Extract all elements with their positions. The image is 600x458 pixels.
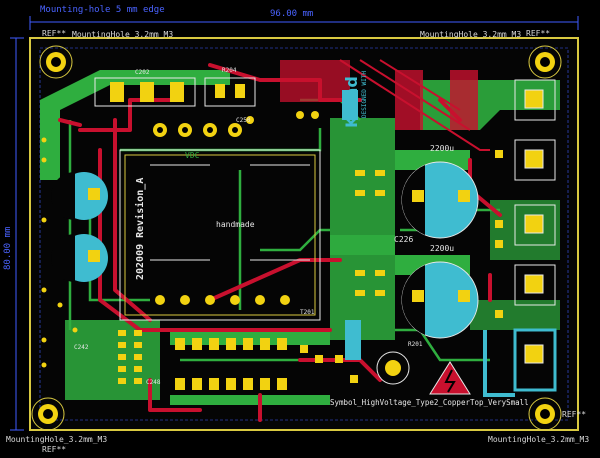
dip-ic-pads	[118, 330, 287, 390]
revision-text: 202009 Revision_A	[135, 177, 146, 280]
dimension-lines	[10, 16, 579, 431]
cap-value-bottom: 2200u	[430, 244, 455, 253]
terminal-blocks	[483, 79, 557, 397]
ref-r201: R201	[408, 341, 423, 348]
ref-c202: C202	[135, 69, 150, 76]
fuse-holder	[376, 351, 410, 385]
high-voltage-symbol	[429, 361, 471, 395]
high-voltage-symbol-label: Symbol_HighVoltage_Type2_CopperTop_VeryS…	[330, 398, 529, 407]
ref-c242: C242	[74, 344, 89, 351]
top-dimension-title: Mounting-hole 5 mm edge	[40, 5, 165, 15]
ref-top-left: REF**	[42, 29, 67, 38]
kicad-designed-with: DESIGNED WITH	[361, 71, 368, 118]
cap-value-top: 2200u	[430, 144, 455, 153]
ref-r204: R204	[222, 67, 237, 74]
top-connectors	[94, 60, 478, 130]
ref-bottom-left: REF**	[42, 445, 67, 454]
mounting-holes	[31, 45, 562, 431]
handmade-text: handmade	[216, 220, 255, 229]
ref-bottom-right: REF**	[562, 410, 587, 419]
through-hole-pads	[153, 111, 319, 305]
electrolytic-capacitors	[51, 161, 479, 339]
kicad-logo-text: KiCad	[342, 76, 361, 128]
mounting-hole-bottom-left: MountingHole_3.2mm_M3	[6, 435, 108, 444]
ref-t201: T201	[300, 309, 315, 316]
edge-vias	[41, 137, 78, 368]
width-dimension: 96.00 mm	[270, 9, 314, 19]
ref-c250: C250	[236, 117, 251, 124]
vdc-label: VDC	[185, 151, 200, 160]
smd-pads	[300, 150, 503, 383]
mounting-hole-bottom-right: MountingHole_3.2mm_M3	[488, 435, 590, 444]
mounting-hole-top-right: MountingHole_3.2mm_M3	[420, 30, 522, 39]
mounting-hole-top-left: MountingHole_3.2mm_M3	[72, 30, 174, 39]
ref-top-right: REF**	[526, 29, 551, 38]
controller-module-outline	[119, 149, 321, 321]
height-dimension: 80.00 mm	[3, 226, 13, 270]
ref-c248: C248	[146, 379, 161, 386]
kicad-logo-box	[342, 90, 358, 120]
cap-c226-label: C226	[394, 235, 414, 244]
